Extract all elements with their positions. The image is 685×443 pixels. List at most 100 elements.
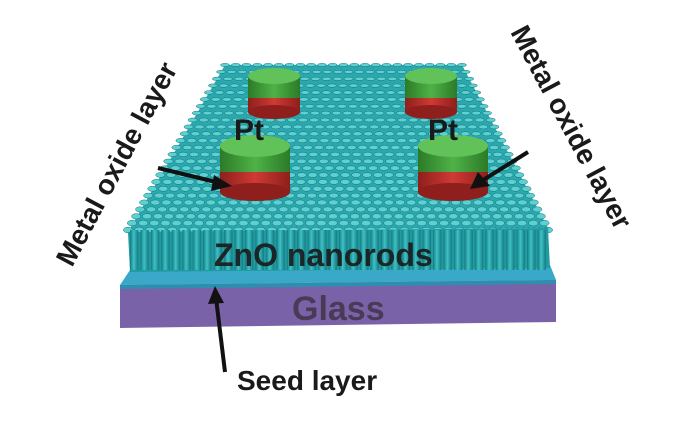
nanorod-top (303, 124, 314, 130)
label-seed-layer: Seed layer (237, 365, 377, 396)
nanorod-top (441, 117, 452, 123)
nanorod-top (284, 63, 295, 67)
nanorod-top (401, 165, 411, 171)
nanorod-top (370, 83, 381, 88)
nanorod-top (369, 104, 380, 109)
nanorod-column (171, 230, 181, 270)
oxide-bottom (405, 105, 457, 119)
nanorod-top (164, 213, 174, 220)
nanorod-top (386, 70, 396, 74)
nanorod-top (341, 151, 351, 157)
nanorod-top (461, 220, 472, 227)
nanorod-top (400, 206, 410, 213)
nanorod-top (202, 186, 213, 192)
nanorod-top (299, 110, 310, 116)
nanorod-top (351, 151, 362, 157)
nanorod-top (471, 110, 482, 116)
nanorod-top (394, 172, 405, 178)
nanorod-top (535, 213, 546, 220)
nanorod-top (237, 70, 247, 74)
label-glass: Glass (292, 290, 385, 328)
nanorod-top (251, 213, 262, 220)
pt-electrode-back-left (248, 68, 300, 119)
nanorod-top (352, 131, 363, 137)
nanorod-top (295, 179, 306, 185)
nanorod-top (204, 90, 214, 95)
nanorod-top (311, 206, 322, 213)
nanorod-top (231, 117, 242, 123)
nanorod-top (329, 172, 340, 178)
nanorod-top (374, 138, 385, 144)
nanorod-top (474, 117, 485, 123)
nanorod-top (339, 213, 349, 220)
nanorod-top (374, 110, 385, 116)
nanorod-top (359, 83, 370, 88)
nanorod-top (296, 158, 307, 164)
nanorod-top (514, 213, 524, 220)
nanorod-top (165, 192, 175, 199)
nanorod-top (213, 110, 223, 116)
nanorod-top (328, 213, 338, 220)
nanorod-column (130, 230, 139, 270)
nanorod-top (371, 63, 381, 67)
arrow-seed-layer (208, 286, 227, 373)
label-pt-right: Pt (428, 114, 458, 147)
nanorod-top (343, 97, 353, 102)
nanorod-top (371, 213, 382, 220)
nanorod-top (340, 179, 351, 185)
nanorod-top (467, 124, 478, 130)
nanorod-top (227, 124, 238, 130)
nanorod-top (499, 186, 510, 192)
arrow-metal-oxide-right (470, 150, 530, 189)
nanorod-top (234, 206, 245, 213)
nanorod-top (127, 220, 137, 227)
nanorod-top (296, 192, 306, 199)
nanorod-top (477, 206, 487, 213)
nanorod-column (244, 230, 254, 270)
nanorod-top (354, 97, 364, 102)
nanorod-top (335, 145, 346, 150)
nanorod-top (335, 165, 345, 171)
nanorod-top (232, 97, 243, 102)
nanorod-top (367, 186, 378, 192)
nanorod-top (341, 131, 352, 137)
nanorod-top (202, 110, 213, 116)
nanorod-top (332, 97, 342, 102)
nanorod-top (352, 138, 363, 144)
nanorod-top (249, 124, 259, 130)
nanorod-top (162, 179, 173, 185)
nanorod-top (411, 206, 421, 213)
nanorod-top (306, 199, 317, 206)
arrow-metal-oxide-left (157, 166, 232, 191)
nanorod-top (317, 63, 327, 67)
nanorod-top (249, 220, 260, 227)
nanorod-top (386, 117, 397, 123)
nanorod-top (390, 165, 400, 171)
nanorod-top (180, 186, 191, 192)
nanorod-top (304, 104, 315, 109)
nanorod-top (346, 145, 357, 150)
nanorod-top (218, 213, 229, 220)
nanorod-top (223, 76, 233, 81)
nanorod-top (223, 131, 233, 137)
nanorod-top (228, 104, 239, 109)
nanorod-top (158, 186, 169, 192)
nanorod-top (181, 165, 192, 171)
nanorod-top (456, 124, 467, 130)
nanorod-top (328, 199, 339, 206)
nanorod-top (338, 220, 349, 227)
nanorod-top (322, 70, 333, 74)
nanorod-top (363, 138, 374, 144)
nanorod-top (131, 213, 141, 220)
nanorod-top (139, 199, 150, 206)
nanorod-top (197, 192, 208, 199)
nanorod-top (192, 165, 203, 171)
nanorod-top (210, 151, 221, 157)
nanorod-top (297, 138, 308, 144)
nanorod-top (346, 165, 356, 171)
nanorod-top (146, 206, 157, 213)
nanorod-top (525, 213, 535, 220)
nanorod-top (405, 192, 415, 199)
nanorod-top (424, 63, 435, 67)
